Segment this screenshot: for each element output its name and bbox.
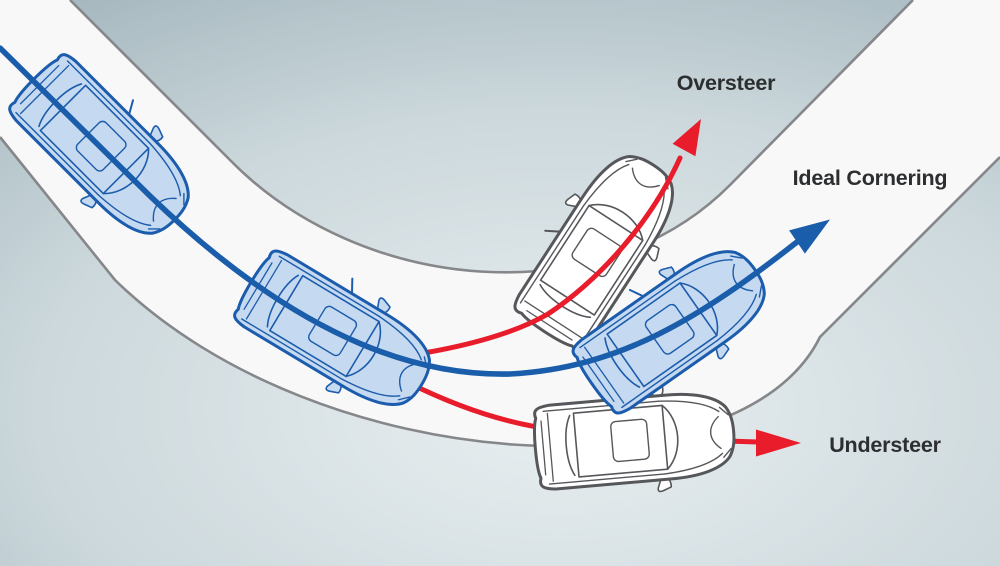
understeer-arrowhead-icon	[756, 429, 801, 457]
road	[0, 0, 1000, 448]
road-inner-edge	[69, 0, 914, 274]
ideal-arrowhead-icon	[789, 219, 830, 254]
road-outer-edge	[0, 136, 1000, 448]
oversteer-label: Oversteer	[677, 71, 776, 95]
oversteer-arrowhead-icon	[672, 119, 701, 157]
road-surface	[0, 0, 1000, 447]
oversteer-path-line	[421, 155, 683, 356]
ideal-path-line	[0, 45, 800, 377]
ideal-cornering-label: Ideal Cornering	[793, 166, 948, 190]
understeer-label: Understeer	[829, 433, 941, 457]
